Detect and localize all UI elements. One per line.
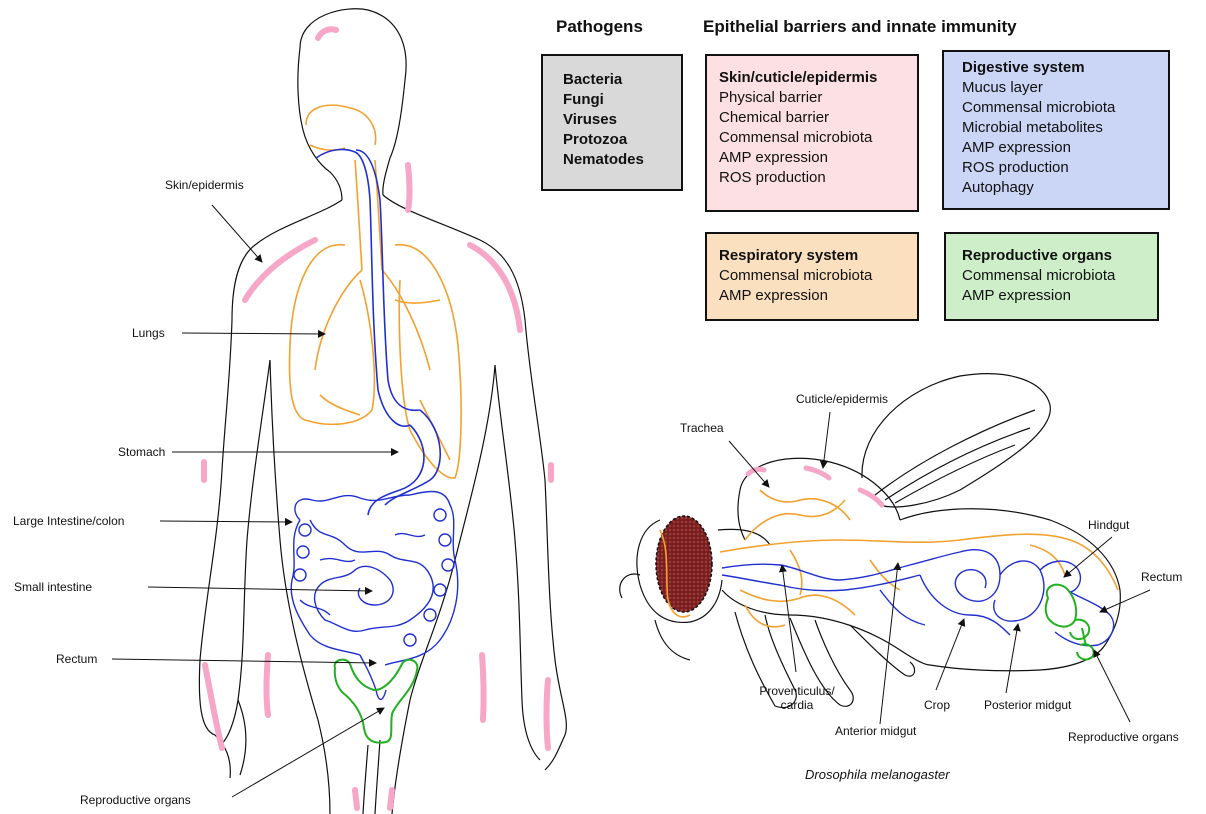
digestive-box-item: AMP expression [962, 138, 1168, 158]
pathogen-item: Bacteria [563, 70, 681, 90]
human-intestines [291, 491, 458, 699]
fly-reproductive [1046, 585, 1094, 660]
label-fly-rectum: Rectum [1141, 570, 1182, 584]
label-rectum: Rectum [56, 652, 97, 666]
human-label-arrows [112, 205, 398, 797]
pathogen-item: Nematodes [563, 150, 681, 170]
skin-box-item: Chemical barrier [719, 108, 917, 128]
label-reproductive-organs: Reproductive organs [80, 793, 191, 807]
skin-box-title: Skin/cuticle/epidermis [719, 68, 917, 88]
human-body-outline [199, 9, 566, 814]
fly-gut [722, 550, 1114, 646]
label-anterior-midgut: Anterior midgut [835, 724, 916, 738]
digestive-box-item: Commensal microbiota [962, 98, 1168, 118]
human-skin-marks [204, 29, 551, 808]
label-crop: Crop [924, 698, 950, 712]
digestive-box-item: Microbial metabolites [962, 118, 1168, 138]
label-posterior-midgut: Posterior midgut [984, 698, 1071, 712]
label-skin-epidermis: Skin/epidermis [165, 178, 244, 192]
skin-box-item: ROS production [719, 168, 917, 188]
label-proventriculus: Proventiculus/ cardia [752, 684, 842, 712]
pathogen-item: Fungi [563, 90, 681, 110]
digestive-box-item: ROS production [962, 158, 1168, 178]
fly-eye [656, 516, 712, 612]
pathogen-item: Protozoa [563, 130, 681, 150]
label-large-intestine: Large Intestine/colon [13, 514, 124, 528]
skin-box-item: Commensal microbiota [719, 128, 917, 148]
epithelial-header: Epithelial barriers and innate immunity [703, 17, 1017, 37]
respiratory-box-item: Commensal microbiota [719, 266, 917, 286]
label-proventriculus-line2: cardia [752, 698, 842, 712]
pathogens-box: Bacteria Fungi Viruses Protozoa Nematode… [541, 54, 683, 191]
respiratory-box-item: AMP expression [719, 286, 917, 306]
reproductive-box-item: AMP expression [962, 286, 1157, 306]
pathogens-header: Pathogens [556, 17, 643, 37]
label-lungs: Lungs [132, 326, 165, 340]
label-proventriculus-line1: Proventiculus/ [752, 684, 842, 698]
species-caption: Drosophila melanogaster [805, 767, 950, 782]
digestive-box-item: Autophagy [962, 178, 1168, 198]
label-cuticle-epidermis: Cuticle/epidermis [796, 392, 888, 406]
skin-box-item: AMP expression [719, 148, 917, 168]
fly-trachea [660, 490, 1118, 627]
respiratory-box-title: Respiratory system [719, 246, 917, 266]
label-hindgut: Hindgut [1088, 518, 1129, 532]
digestive-box: Digestive system Mucus layer Commensal m… [942, 50, 1170, 210]
reproductive-box-item: Commensal microbiota [962, 266, 1157, 286]
reproductive-box-title: Reproductive organs [962, 246, 1157, 266]
label-stomach: Stomach [118, 445, 165, 459]
label-trachea: Trachea [680, 421, 724, 435]
digestive-box-item: Mucus layer [962, 78, 1168, 98]
human-lungs [290, 105, 462, 478]
digestive-box-title: Digestive system [962, 58, 1168, 78]
pathogen-item: Viruses [563, 110, 681, 130]
skin-box: Skin/cuticle/epidermis Physical barrier … [705, 54, 919, 212]
label-fly-reproductive-organs: Reproductive organs [1068, 730, 1179, 744]
reproductive-box: Reproductive organs Commensal microbiota… [944, 232, 1159, 321]
skin-box-item: Physical barrier [719, 88, 917, 108]
respiratory-box: Respiratory system Commensal microbiota … [705, 232, 919, 321]
label-small-intestine: Small intestine [14, 580, 92, 594]
